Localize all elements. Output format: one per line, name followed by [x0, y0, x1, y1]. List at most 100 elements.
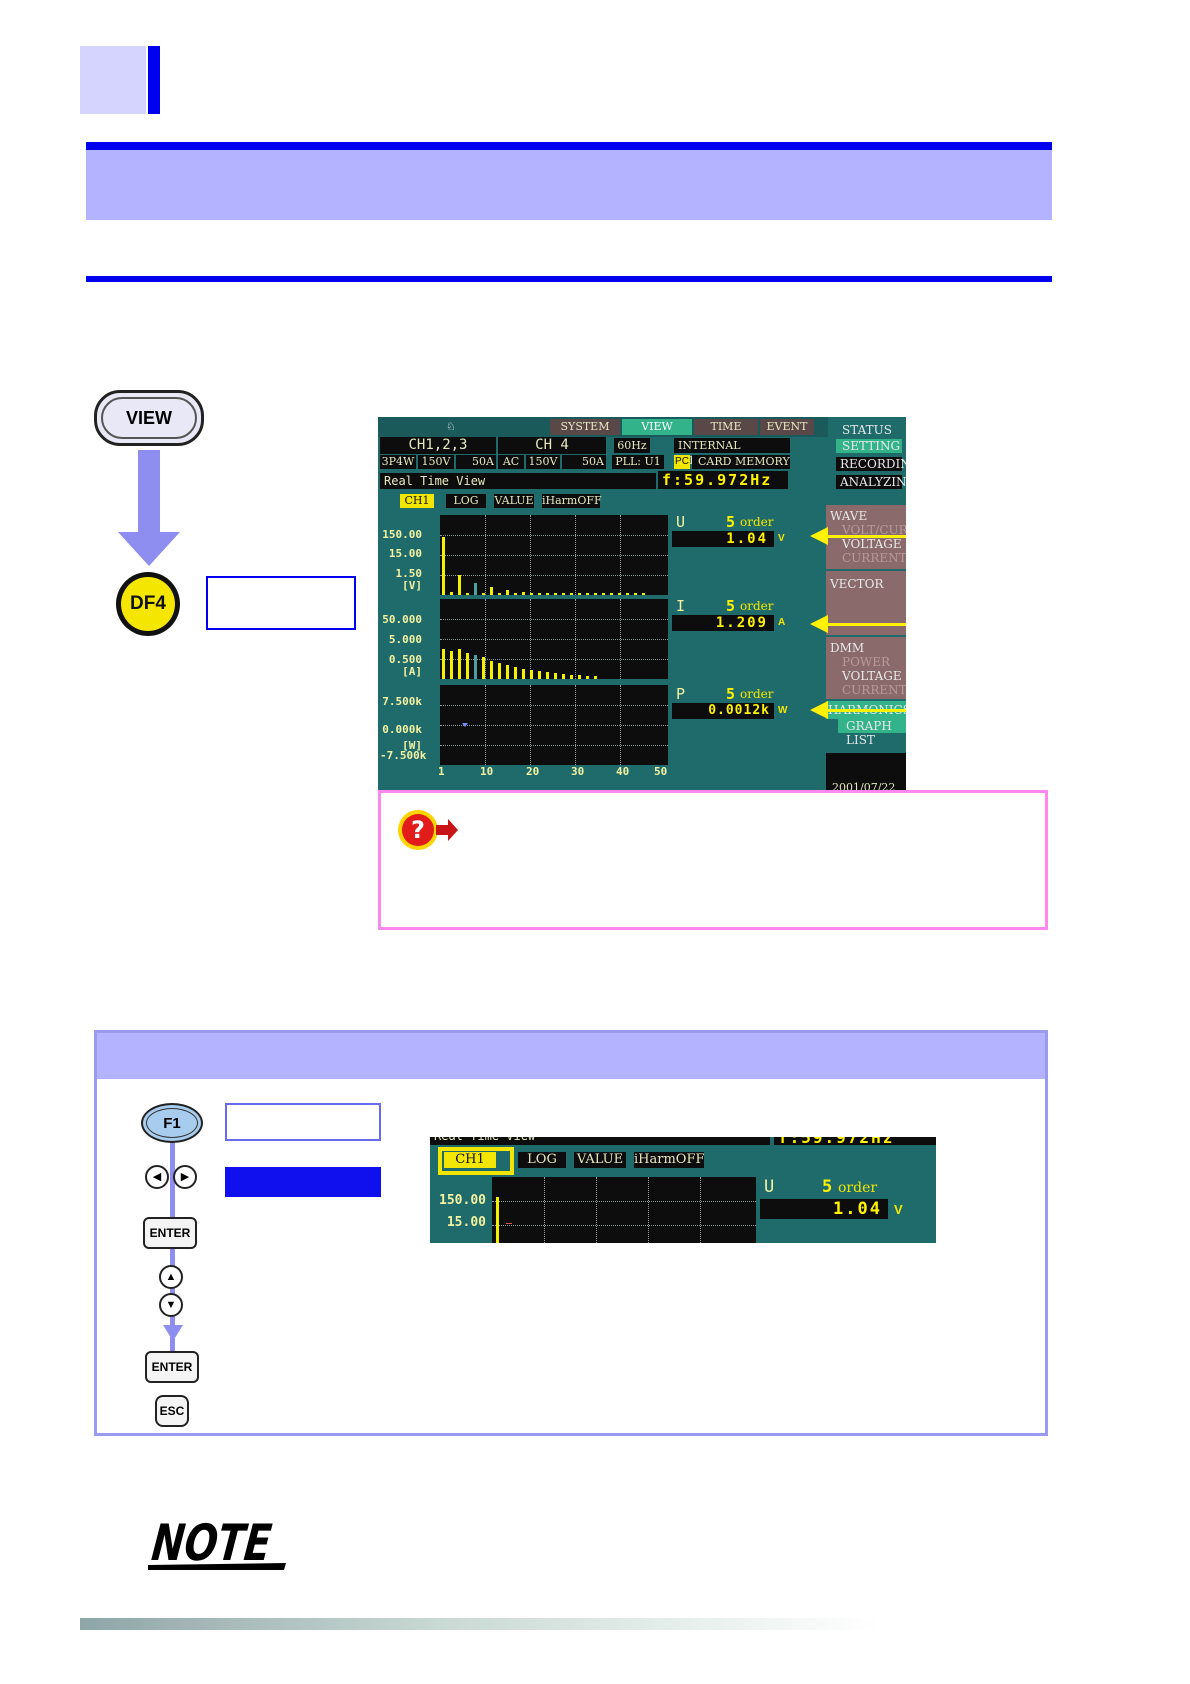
- f1-key-label: F1: [146, 1108, 198, 1138]
- readout-i-order-num: 5: [726, 597, 736, 615]
- key-connector-head: [163, 1325, 183, 1341]
- readout-p-order: order: [740, 687, 774, 701]
- log-button[interactable]: LOG: [446, 494, 486, 508]
- frequency-readout: f:59.972Hz: [658, 471, 788, 489]
- graph-a-bar-6: [482, 657, 485, 679]
- status-setting: SETTING: [836, 439, 902, 453]
- range-v-1: 150V: [418, 455, 454, 469]
- graph-a-bar-2: [450, 651, 453, 679]
- readout-p: P 5 order 0.0012k W: [672, 685, 792, 721]
- df4-key-label: DF4: [121, 577, 175, 631]
- enter-key-2[interactable]: ENTER: [145, 1351, 199, 1383]
- footer-band: [80, 1618, 880, 1630]
- graph-v-bar-25: [634, 593, 637, 595]
- graph-a-bar-18: [578, 675, 581, 679]
- mini-readout-ch: U: [764, 1177, 775, 1197]
- graph-voltage: 150.00 15.00 1.50 [V]: [380, 513, 668, 597]
- graph-a-label-1: 5.000: [388, 633, 422, 646]
- mini-bar-marker: [506, 1223, 512, 1224]
- mini-readout: U 5 order 1.04 V: [760, 1177, 936, 1227]
- graph-v-label-0: 150.00: [382, 528, 422, 541]
- readout-p-unit: W: [778, 705, 788, 716]
- graph-a-label-2: 0.500: [388, 653, 422, 666]
- side-dmm-voltage: VOLTAGE: [842, 669, 902, 683]
- df4-key[interactable]: DF4: [116, 572, 180, 636]
- range-v-4: 150V: [526, 455, 560, 469]
- f1-key[interactable]: F1: [141, 1103, 203, 1143]
- ch123-box: CH1,2,3: [380, 437, 496, 454]
- right-arrow-key[interactable]: ▶: [173, 1165, 197, 1189]
- svg-text:NOTE: NOTE: [149, 1513, 274, 1572]
- graph-v-bar-4: [466, 593, 469, 595]
- side-graph-box[interactable]: GRAPH: [838, 719, 906, 733]
- side-menu: WAVE VOLT/CURR VOLTAGE CURRENT VECTOR DM…: [826, 501, 906, 792]
- graph-a-bar-4: [466, 653, 469, 679]
- chapter-tab: [80, 46, 146, 114]
- mini-log-button[interactable]: LOG: [518, 1152, 566, 1168]
- pc-badge: PC: [674, 455, 690, 469]
- pointer-head-i: [810, 615, 828, 633]
- pointer-head-u: [810, 527, 828, 545]
- ch4-box: CH 4: [498, 437, 606, 454]
- tab-system[interactable]: SYSTEM: [550, 419, 620, 435]
- mini-iharm-button[interactable]: iHarmOFF: [634, 1152, 705, 1168]
- iharm-button[interactable]: iHarmOFF: [542, 494, 602, 508]
- side-wave: WAVE: [830, 509, 868, 523]
- pointer-arrow-p: [826, 709, 906, 712]
- card-memory: CARD MEMORY: [692, 455, 790, 469]
- left-arrow-key[interactable]: ◀: [145, 1165, 169, 1189]
- esc-key[interactable]: ESC: [155, 1395, 189, 1427]
- graph-a-bar-10: [514, 667, 517, 679]
- down-arrow-key[interactable]: ▼: [159, 1293, 183, 1317]
- graph-a-bar-13: [538, 671, 541, 679]
- up-arrow-key[interactable]: ▲: [159, 1265, 183, 1289]
- graph-v-bars: [440, 515, 668, 595]
- graph-v-bar-11: [522, 592, 525, 595]
- graph-w-area: [440, 685, 668, 765]
- graph-a-bar-3: [458, 649, 461, 679]
- tab-view[interactable]: VIEW: [622, 419, 692, 435]
- x-tick-50: 50: [654, 765, 668, 778]
- graph-v-bar-26: [642, 593, 645, 595]
- pointer-head-p: [810, 701, 828, 719]
- graph-w-unit: [W]: [402, 739, 422, 752]
- graph-a-bar-5: [474, 655, 477, 679]
- wiring-3p4w: 3P4W: [380, 455, 416, 469]
- graph-v-bar-3: [458, 575, 461, 595]
- x-tick-20: 20: [526, 765, 540, 778]
- graph-v-bar-17: [570, 593, 573, 595]
- ch1-button[interactable]: CH1: [400, 494, 434, 508]
- graph-v-bar-18: [578, 593, 581, 595]
- graph-w-label-0: 7.500k: [382, 695, 422, 708]
- side-dmm: DMM: [830, 641, 865, 655]
- graph-v-bar-20: [594, 593, 597, 595]
- graph-v-bar-14: [546, 593, 549, 595]
- x-tick-10: 10: [480, 765, 494, 778]
- graph-v-bar-8: [498, 593, 501, 595]
- help-box: [378, 790, 1048, 930]
- mini-ch1-button[interactable]: CH1: [444, 1152, 496, 1168]
- readout-u-order: order: [740, 515, 774, 529]
- graph-v-bar-12: [530, 593, 533, 595]
- range-a-4: 50A: [562, 455, 606, 469]
- graph-v-bar-10: [514, 593, 517, 595]
- graph-v-area: [440, 515, 668, 595]
- tab-event[interactable]: EVENT: [760, 419, 814, 435]
- mini-graph-area: [492, 1177, 756, 1243]
- mini-ylabel-0: 150.00: [439, 1193, 486, 1208]
- svg-text:?: ?: [411, 816, 425, 844]
- side-power: POWER: [842, 655, 891, 669]
- side-vector: VECTOR: [830, 577, 884, 591]
- mini-value-button[interactable]: VALUE: [574, 1152, 626, 1168]
- readout-p-value: 0.0012k: [672, 703, 774, 719]
- enter-key-1[interactable]: ENTER: [143, 1217, 197, 1249]
- mini-readout-order-num: 5: [822, 1177, 833, 1197]
- chapter-tab-bar: [148, 46, 160, 114]
- tab-time-plot[interactable]: TIME PLOT: [694, 419, 758, 449]
- graph-v-bar-2: [450, 592, 453, 595]
- graph-a-bar-16: [562, 674, 565, 679]
- view-key[interactable]: VIEW: [94, 390, 204, 446]
- readout-u-ch: U: [676, 513, 686, 531]
- value-button[interactable]: VALUE: [494, 494, 534, 508]
- side-dmm-box[interactable]: DMM POWER VOLTAGE CURRENT: [826, 637, 906, 699]
